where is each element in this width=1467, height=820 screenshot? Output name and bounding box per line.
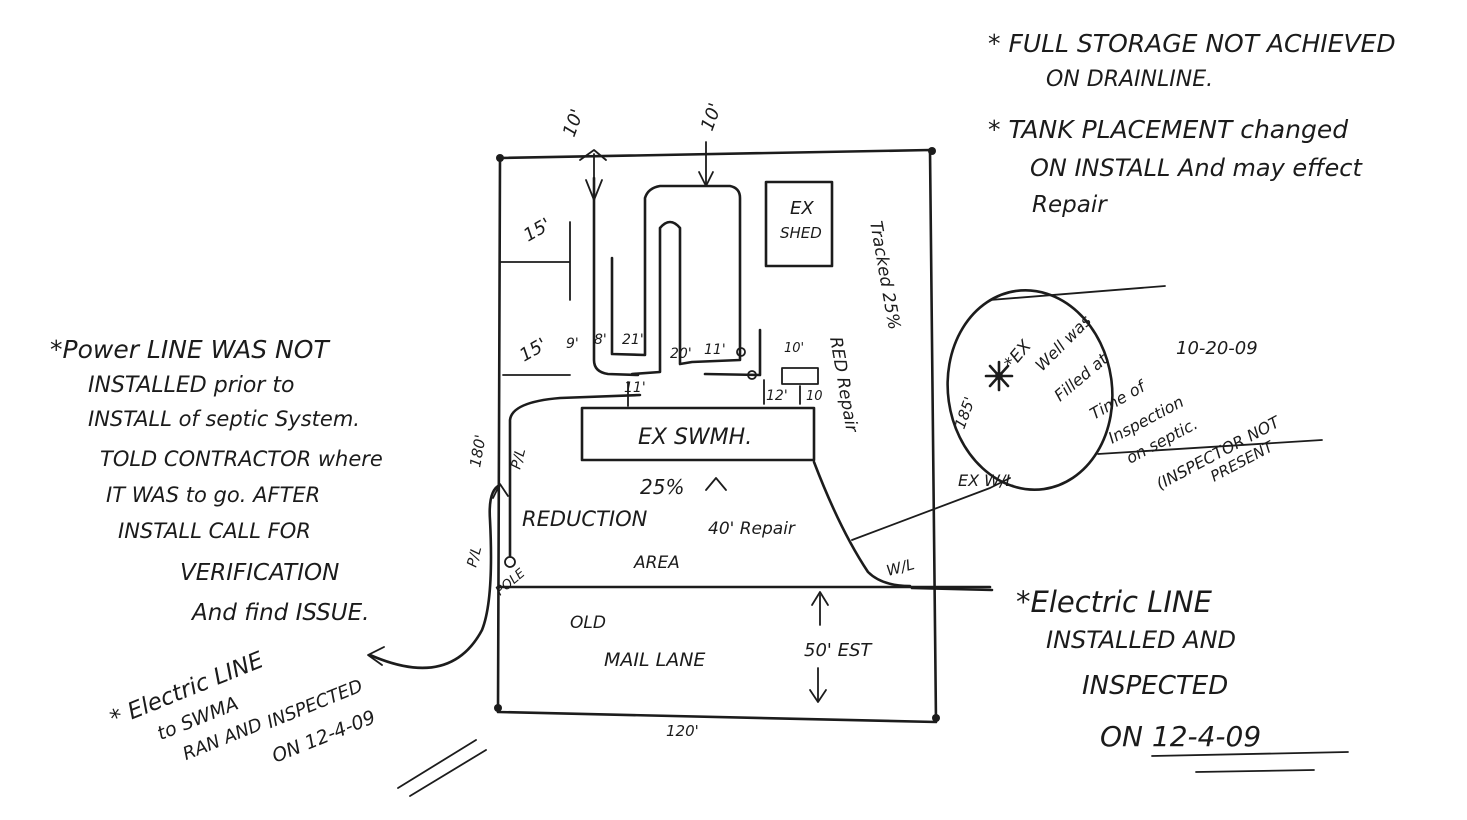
dim-185: 185' bbox=[951, 394, 979, 431]
underline-bottom-left bbox=[397, 739, 487, 797]
note-tank-placement-line-3: Repair bbox=[1032, 192, 1108, 218]
electric-line-arrowhead bbox=[367, 646, 385, 666]
electric-line-to-swma bbox=[368, 483, 502, 670]
swmh-label: EX SWMH. bbox=[638, 425, 752, 450]
wl-label: W/L bbox=[884, 555, 916, 580]
note-power-line-5: IT WAS to go. AFTER bbox=[106, 483, 320, 507]
note-power-line-6: INSTALL CALL FOR bbox=[118, 519, 311, 543]
dim-11b: 11' bbox=[624, 380, 646, 396]
swmh-box bbox=[580, 406, 816, 462]
note-tank-placement: * TANK PLACEMENT changed ON INSTALL And … bbox=[988, 115, 1363, 218]
dim-left-15b: 15' bbox=[516, 334, 551, 366]
note-electric-installed-3: INSPECTED bbox=[1082, 671, 1228, 701]
dim-left-15a: 15' bbox=[520, 214, 555, 246]
dim-21: 21' bbox=[622, 332, 644, 348]
note-power-line-2: INSTALLED prior to bbox=[88, 373, 294, 398]
note-electric-installed-4: ON 12-4-09 bbox=[1100, 720, 1261, 753]
reduction-word: REDUCTION bbox=[522, 507, 648, 531]
pole-marker bbox=[504, 556, 516, 568]
water-line-curve bbox=[812, 460, 912, 588]
note-electric-installed-2: INSTALLED AND bbox=[1046, 626, 1236, 654]
underline-well bbox=[1097, 439, 1323, 455]
drainfield-trench bbox=[592, 176, 762, 380]
well-symbol bbox=[984, 360, 1014, 392]
setback-line-left-upper bbox=[499, 221, 571, 301]
dim-8: 8' bbox=[594, 332, 607, 348]
setback-arrows bbox=[809, 591, 829, 703]
dim-12: 12' bbox=[766, 388, 788, 404]
note-tank-placement-line-1: * TANK PLACEMENT changed bbox=[988, 115, 1348, 144]
dim-9: 9' bbox=[566, 336, 579, 352]
road-old-label: OLD bbox=[570, 613, 606, 633]
dim-180: 180' bbox=[466, 433, 489, 468]
note-power-line-7: VERIFICATION bbox=[180, 560, 339, 586]
note-electric-line-installed: *Electric LINE INSTALLED AND INSPECTED O… bbox=[1016, 585, 1261, 753]
note-power-line-3: INSTALL of septic System. bbox=[88, 407, 360, 431]
dim-11a: 11' bbox=[704, 342, 726, 358]
note-electric-installed-1: *Electric LINE bbox=[1016, 585, 1213, 619]
note-full-storage-line-2: ON DRAINLINE. bbox=[1046, 67, 1213, 92]
dim-width-120: 120' bbox=[666, 722, 699, 740]
note-well: *EX Well was Filled at 10-20-09 Time of … bbox=[1001, 311, 1284, 493]
shed-line-2: SHED bbox=[780, 224, 822, 242]
dim-10b: 10 bbox=[806, 389, 823, 404]
reduction-percent: 25% bbox=[640, 475, 684, 499]
note-power-line-4: TOLD CONTRACTOR where bbox=[100, 447, 383, 471]
note-power-line: *Power LINE WAS NOT INSTALLED prior to I… bbox=[50, 335, 383, 626]
dim-setback: 50' EST bbox=[804, 640, 873, 661]
reduction-area-word: AREA bbox=[633, 553, 680, 573]
ex-wl-label: EX W/L bbox=[958, 471, 1014, 490]
reduction-area-label: 25% REDUCTION 40' Repair AREA bbox=[522, 475, 796, 573]
shed-box bbox=[764, 180, 834, 268]
reduction-repair: 40' Repair bbox=[708, 519, 796, 539]
tank-box bbox=[781, 367, 819, 385]
note-power-line-8: And find ISSUE. bbox=[190, 600, 369, 626]
tank-lines bbox=[627, 379, 801, 407]
electric-line-top-arrow bbox=[492, 483, 509, 499]
tracked-label-2: RED Repair bbox=[825, 335, 862, 434]
note-electric-to-swma: * Electric LINE to SWMA RAN AND INSPECTE… bbox=[107, 647, 379, 768]
note-full-storage: * FULL STORAGE NOT ACHIEVED ON DRAINLINE… bbox=[988, 29, 1396, 92]
dim-20: 20' bbox=[670, 346, 692, 362]
pl-label-2: P/L bbox=[464, 545, 485, 569]
dimension-labels: 10' 10' 15' 15' 9' 8' 21' 20' 11' 10' 11… bbox=[466, 100, 979, 740]
reduction-caret bbox=[705, 477, 727, 491]
note-power-line-1: *Power LINE WAS NOT bbox=[50, 335, 330, 364]
pl-label-1: P/L bbox=[508, 447, 529, 471]
top-arrows bbox=[579, 141, 714, 201]
power-line-route bbox=[508, 393, 642, 558]
underline-bottom-right bbox=[1151, 751, 1349, 773]
well-circle bbox=[946, 289, 1114, 491]
lot-boundary bbox=[494, 147, 940, 724]
tracked-label-1: Tracked 25% bbox=[865, 219, 904, 331]
well-line-top bbox=[989, 285, 1166, 301]
road-lane-label: MAIL LANE bbox=[604, 649, 705, 671]
shed-line-1: EX bbox=[790, 198, 814, 219]
dim-top-2: 10' bbox=[697, 100, 726, 133]
dim-10a: 10' bbox=[784, 341, 804, 356]
dim-top-1: 10' bbox=[559, 106, 588, 139]
note-full-storage-line-1: * FULL STORAGE NOT ACHIEVED bbox=[988, 29, 1396, 58]
note-well-date: 10-20-09 bbox=[1176, 338, 1258, 359]
note-tank-placement-line-2: ON INSTALL And may effect bbox=[1030, 154, 1363, 182]
electric-line-right bbox=[910, 586, 994, 592]
